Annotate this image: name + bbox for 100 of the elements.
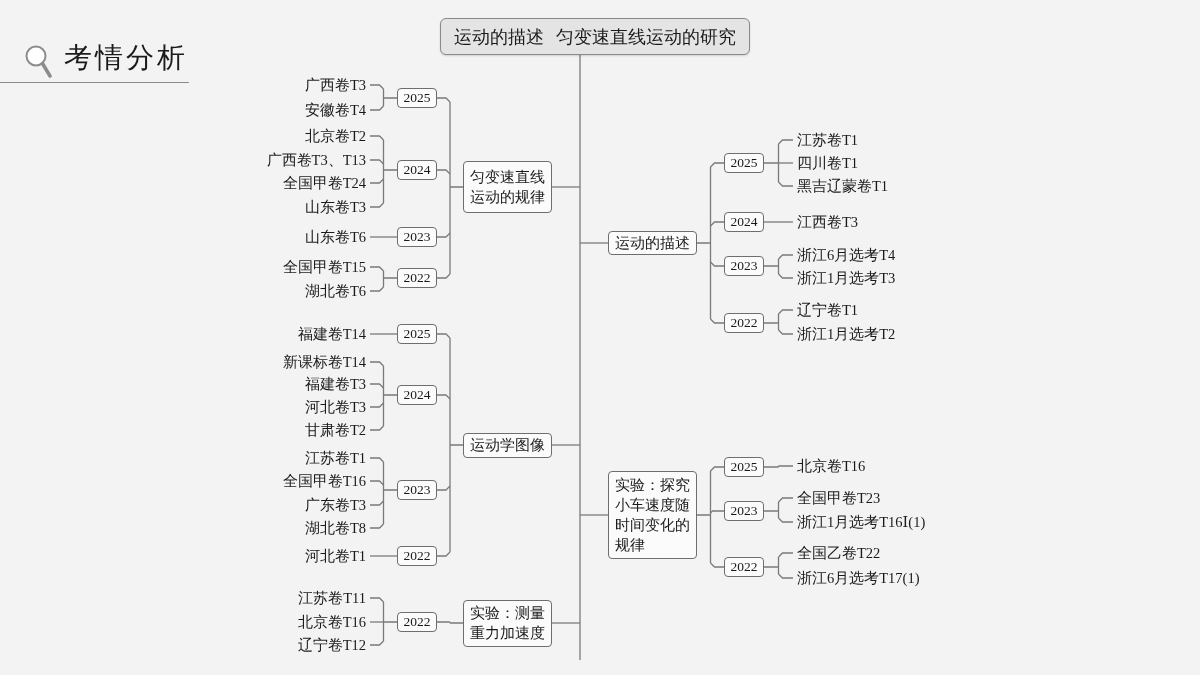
- connector-line: [369, 361, 385, 367]
- connector-line: [436, 485, 451, 491]
- year-node: 2022: [397, 546, 437, 566]
- question-label: 广东卷T3: [304, 495, 370, 515]
- question-label: 辽宁卷T1: [793, 300, 859, 320]
- connector-line: [709, 510, 725, 514]
- question-label: 浙江1月选考T3: [793, 268, 896, 288]
- year-node: 2022: [397, 612, 437, 632]
- connector-line: [382, 601, 398, 642]
- year-node: 2025: [397, 88, 437, 108]
- topic-node: 运动学图像: [463, 432, 552, 458]
- connector-line: [709, 162, 725, 168]
- connector-line: [696, 470, 712, 564]
- year-node: 2022: [397, 268, 437, 288]
- connector-line: [777, 181, 794, 187]
- connector-line: [369, 135, 385, 141]
- connector-line: [763, 501, 780, 519]
- question-label: 北京卷T2: [304, 126, 370, 146]
- year-node: 2023: [724, 501, 764, 521]
- connector-line: [369, 286, 385, 292]
- connector-line: [551, 186, 581, 188]
- year-node: 2023: [724, 256, 764, 276]
- connector-line: [777, 329, 794, 335]
- connector-line: [449, 101, 464, 275]
- connector-line: [777, 497, 794, 503]
- connector-line: [369, 640, 385, 646]
- connector-line: [369, 84, 385, 90]
- connector-line: [369, 425, 385, 431]
- connector-line: [436, 333, 451, 339]
- question-label: 新课标卷T14: [282, 352, 370, 372]
- connector-line: [777, 517, 794, 523]
- question-label: 北京卷T16: [297, 612, 370, 632]
- year-node: 2024: [724, 212, 764, 232]
- question-label: 辽宁卷T12: [297, 635, 370, 655]
- year-node: 2022: [724, 313, 764, 333]
- connector-line: [579, 54, 581, 661]
- connector-line: [369, 178, 385, 184]
- year-node: 2025: [397, 324, 437, 344]
- topic-node: 匀变速直线运动的规律: [463, 161, 552, 213]
- connector-line: [777, 273, 794, 279]
- connector-line: [369, 383, 385, 389]
- question-label: 江西卷T3: [793, 212, 859, 232]
- question-label: 四川卷T1: [793, 153, 859, 173]
- central-topic-node: 运动的描述 匀变速直线运动的研究: [440, 18, 750, 55]
- connector-line: [369, 555, 398, 557]
- connector-line: [436, 621, 464, 624]
- connector-line: [369, 597, 385, 603]
- year-node: 2025: [724, 153, 764, 173]
- connector-line: [763, 143, 780, 183]
- connector-line: [436, 551, 451, 557]
- connector-line: [763, 313, 780, 331]
- connector-line: [709, 466, 725, 472]
- question-label: 全国甲卷T15: [282, 257, 370, 277]
- connector-line: [436, 97, 451, 103]
- connector-line: [382, 88, 398, 107]
- connector-line: [777, 573, 794, 579]
- year-node: 2025: [724, 457, 764, 477]
- connector-line: [579, 514, 609, 516]
- topic-node: 实验：测量重力加速度: [463, 599, 552, 647]
- connector-line: [369, 159, 385, 165]
- question-label: 福建卷T3: [304, 374, 370, 394]
- question-label: 全国甲卷T24: [282, 173, 370, 193]
- year-node: 2023: [397, 480, 437, 500]
- connector-line: [777, 254, 794, 260]
- connector-line: [551, 622, 581, 624]
- section-title: 考情分析: [64, 41, 188, 75]
- connector-line: [436, 169, 451, 175]
- connector-line: [709, 562, 725, 568]
- question-label: 江苏卷T1: [793, 130, 859, 150]
- connector-line: [709, 261, 725, 267]
- question-label: 山东卷T6: [304, 227, 370, 247]
- question-label: 甘肃卷T2: [304, 420, 370, 440]
- connector-line: [369, 333, 398, 335]
- connector-line: [551, 444, 581, 446]
- connector-line: [369, 266, 385, 272]
- connector-line: [763, 221, 794, 223]
- question-label: 福建卷T14: [297, 324, 370, 344]
- connector-line: [382, 270, 398, 288]
- connector-line: [369, 402, 385, 408]
- question-label: 湖北卷T6: [304, 281, 370, 301]
- connector-line: [369, 523, 385, 529]
- connector-line: [763, 258, 780, 275]
- question-label: 广西卷T3: [304, 75, 370, 95]
- connector-line: [369, 480, 385, 486]
- question-label: 河北卷T1: [304, 546, 370, 566]
- question-label: 浙江1月选考T2: [793, 324, 896, 344]
- connector-line: [449, 337, 464, 553]
- connector-line: [369, 621, 385, 623]
- connector-line: [369, 105, 385, 111]
- question-label: 河北卷T3: [304, 397, 370, 417]
- connector-line: [709, 318, 725, 324]
- connector-line: [579, 242, 609, 244]
- connector-line: [369, 500, 385, 506]
- connector-line: [696, 166, 712, 320]
- year-node: 2024: [397, 160, 437, 180]
- question-label: 北京卷T16: [793, 456, 866, 476]
- connector-line: [763, 465, 794, 468]
- connector-line: [763, 556, 780, 575]
- connector-line: [777, 162, 794, 164]
- question-label: 江苏卷T11: [298, 588, 370, 608]
